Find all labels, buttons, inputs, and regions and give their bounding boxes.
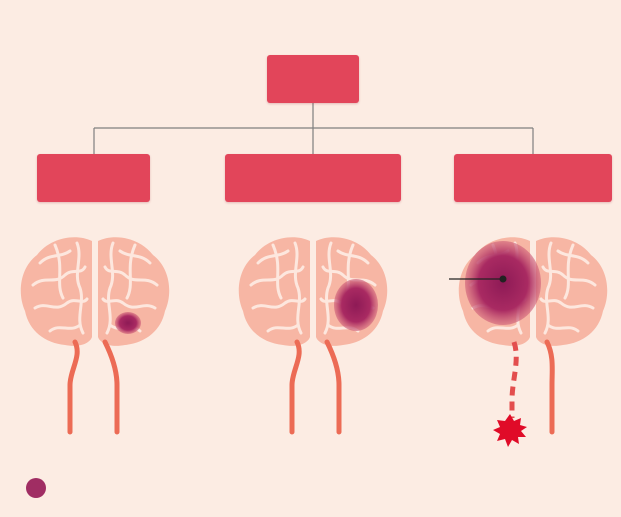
lesion-left <box>115 312 141 334</box>
lesion-middle <box>334 279 378 331</box>
burst-icon <box>493 414 527 447</box>
spinal-cord-left <box>70 342 117 432</box>
connector-lines <box>94 103 533 154</box>
lesion-pointer-dot <box>500 276 507 283</box>
lesion-right <box>465 241 541 325</box>
spinal-cord-right <box>547 342 552 432</box>
brain-middle <box>239 237 387 432</box>
vertical-side-label <box>422 236 444 436</box>
spinal-cord-middle <box>292 342 339 432</box>
legend <box>26 478 54 498</box>
brain-right <box>449 237 607 447</box>
root-box <box>267 55 359 103</box>
legend-swatch-icon <box>26 478 46 498</box>
branch-box-right <box>454 154 612 202</box>
brain-left <box>21 237 169 432</box>
branch-box-left <box>37 154 150 202</box>
dashed-cord-right <box>512 342 516 418</box>
branch-box-middle <box>225 154 401 202</box>
